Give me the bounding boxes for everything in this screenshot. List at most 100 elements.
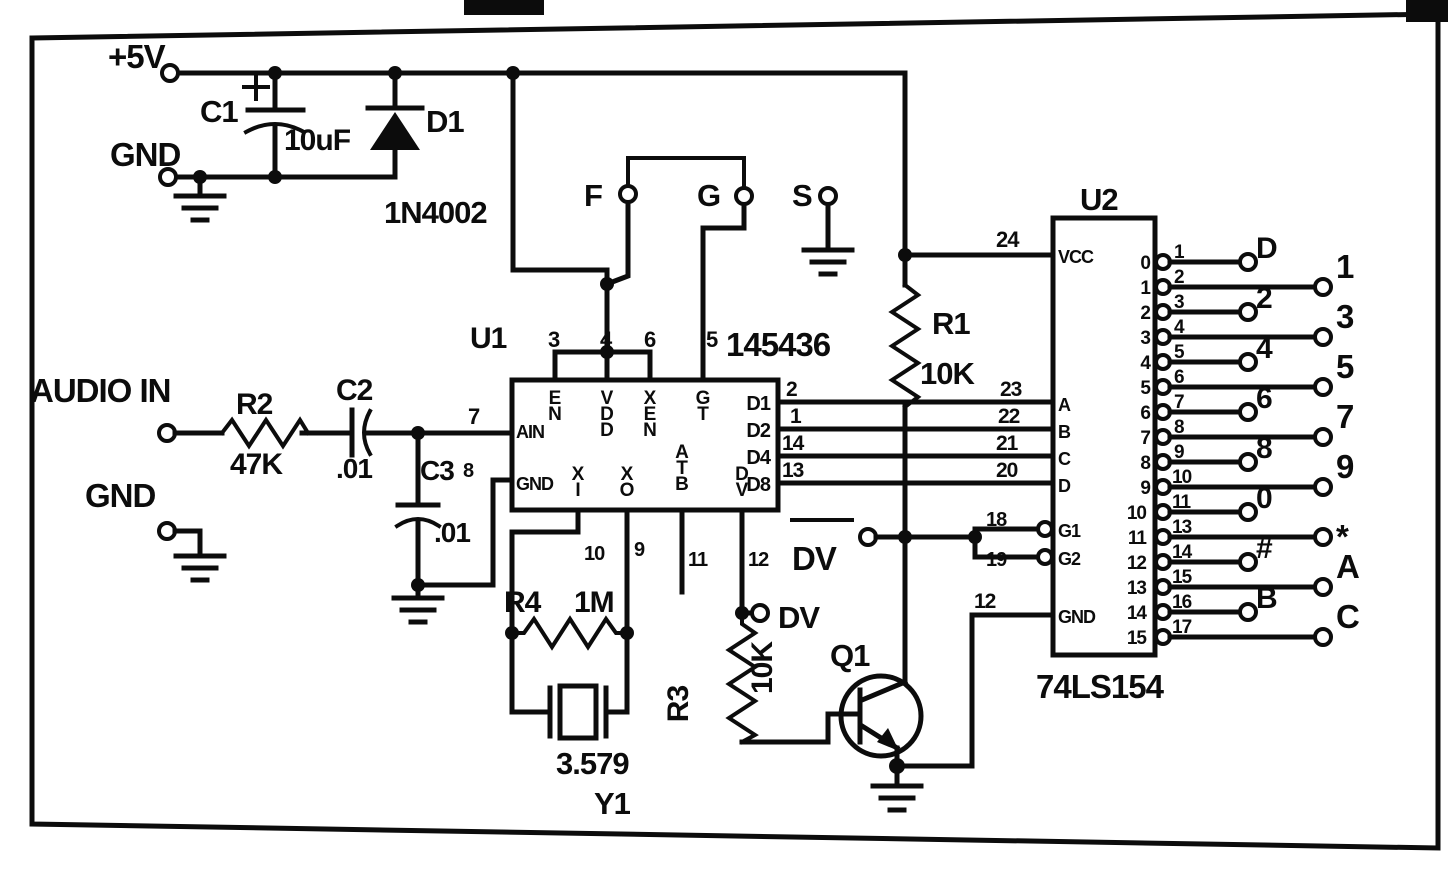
u1-pin-d2: D2 [746, 420, 770, 442]
scan-artifact [464, 0, 544, 15]
r3-ref: R3 [662, 686, 695, 723]
u2-out-pin: 13 [1172, 517, 1192, 538]
r1-resistor [888, 282, 922, 410]
u2-out-inner: 9 [1140, 478, 1150, 499]
f-terminal [618, 184, 638, 204]
output-terminal-label: 9 [1336, 448, 1354, 485]
junction-dot [898, 530, 912, 544]
test-points: F G S [584, 156, 852, 383]
u2-out-pin: 14 [1172, 542, 1193, 563]
u1-pin4-number: 4 [600, 327, 613, 352]
s-label: S [792, 178, 812, 213]
junction-dot [898, 248, 912, 262]
y1-crystal [557, 683, 599, 741]
u1-pin-en: EN [545, 388, 566, 420]
output-terminal-label: 3 [1336, 298, 1354, 335]
gnd-terminal [158, 167, 178, 187]
dv-bar-section: DV 18 19 [790, 509, 1054, 577]
c1-plus-sign [242, 73, 270, 101]
r3-resistor [725, 618, 759, 745]
g-label: G [697, 178, 720, 213]
output-terminal [1238, 352, 1258, 372]
c2-ref: C2 [336, 374, 373, 407]
u2-out-inner: 0 [1140, 253, 1150, 274]
u1-pin-ain: AIN [516, 422, 544, 442]
u2-pin-vcc: VCC [1058, 247, 1094, 267]
junction-dot [268, 170, 282, 184]
u1-pin-d1: D1 [746, 393, 770, 415]
audio-in-label: AUDIO IN [30, 372, 171, 409]
u2-out-pin: 2 [1174, 267, 1184, 288]
r2-resistor [219, 416, 311, 450]
u1-pin-atb: ATB [672, 442, 693, 490]
q1-collector [858, 678, 909, 704]
u1-pin2-number: 2 [786, 378, 797, 401]
u1-pin5-number: 5 [706, 327, 718, 352]
u1-pin-d8: D8 [746, 474, 770, 496]
r2-ref: R2 [236, 388, 273, 421]
c1-ref: C1 [200, 94, 238, 129]
u2-out-pin: 6 [1174, 367, 1184, 388]
r4-value: 1M [574, 586, 614, 619]
c2-value: .01 [336, 453, 372, 484]
audio-gnd-label: GND [85, 477, 156, 514]
output-terminal [1313, 377, 1333, 397]
d1-part: 1N4002 [384, 195, 487, 230]
u2-pin22-number: 22 [998, 405, 1020, 428]
junction-dot [600, 345, 614, 359]
u1-pin1-number: 1 [790, 405, 802, 428]
y1-plates [547, 685, 609, 739]
plus5v-terminal [160, 63, 180, 83]
junction-dot [735, 606, 749, 620]
dv-terminal [750, 603, 770, 623]
u2-pin-c: C [1058, 449, 1071, 469]
output-terminal-label: 0 [1256, 482, 1272, 515]
u2-part-number: 74LS154 [1036, 668, 1165, 705]
c2-plate-right [362, 408, 373, 457]
u1-pin7-number: 7 [468, 404, 480, 429]
output-terminal [1238, 452, 1258, 472]
c3-value: .01 [434, 517, 470, 548]
output-terminal [1313, 427, 1333, 447]
junction-dot [388, 66, 402, 80]
u2-out-inner: 5 [1140, 378, 1151, 399]
output-terminal [1313, 477, 1333, 497]
y1-value: 3.579 [556, 746, 629, 781]
r1-section: 24 R1 10K [888, 70, 1056, 685]
data-bus: 2 1 14 13 23 22 21 20 [775, 378, 1056, 486]
junction-dot [268, 66, 282, 80]
q1-emitter-arrow [877, 728, 899, 751]
u2-pin-g2: G2 [1058, 549, 1081, 569]
u1-pin-vdd: VDD [597, 388, 618, 436]
u2-out-pin: 4 [1174, 317, 1185, 338]
output-terminal [1313, 577, 1333, 597]
test-point-wires [603, 199, 831, 383]
u1-part-number: 145436 [726, 326, 831, 363]
u1-pin-xen: XEN [640, 388, 661, 436]
output-terminal-label: A [1336, 548, 1359, 585]
u1-pin-d4: D4 [746, 447, 771, 469]
ground-symbol [176, 556, 224, 580]
u1-pin14-number: 14 [782, 432, 805, 455]
u1-pin-dv: DV [732, 464, 753, 496]
u2-pin-d: D [1058, 476, 1071, 496]
junction-dot [506, 66, 520, 80]
u2-pin20-number: 20 [996, 459, 1018, 482]
audio-input-section: AUDIO IN R2 47K C2 .01 7 C3 8 .01 GND [30, 372, 515, 622]
u2-out-pin: 9 [1174, 442, 1184, 463]
y1-ref: Y1 [594, 786, 631, 821]
u2-out-inner: 4 [1140, 353, 1151, 374]
output-terminal-label: 7 [1336, 398, 1353, 435]
u2-pin23-number: 23 [1000, 378, 1022, 401]
u2-out-inner: 10 [1127, 503, 1147, 524]
u2-out-pin: 1 [1174, 242, 1185, 263]
u2-out-inner: 7 [1140, 428, 1150, 449]
r4-ref: R4 [504, 586, 542, 619]
u1-pin9-number: 9 [634, 539, 645, 561]
r1-ref: R1 [932, 306, 970, 341]
u2-out-pin: 8 [1174, 417, 1184, 438]
r1-value: 10K [920, 356, 975, 391]
oscillator-section: 10 9 11 12 R4 1M 3.579 Y1 DV R3 10K [504, 507, 859, 821]
output-terminal [1238, 602, 1258, 622]
